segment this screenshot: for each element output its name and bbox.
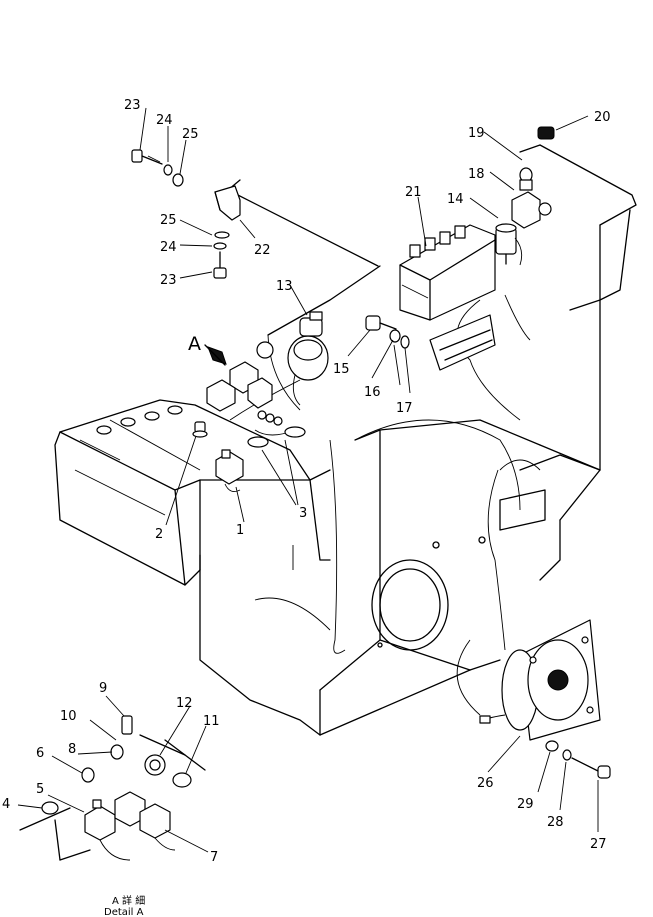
callout-10: 10	[60, 709, 77, 724]
main-housing	[199, 144, 637, 736]
callout-1: 1	[236, 523, 244, 538]
detail-caption: A 詳 細 Detail A	[104, 894, 145, 917]
detail-caption-japanese: A 詳 細	[112, 894, 145, 907]
relay-bracket	[429, 314, 496, 371]
callout-19: 19	[468, 126, 485, 141]
leader-lines	[17, 107, 599, 853]
callout-24-upper: 24	[156, 113, 173, 128]
view-marker-a: A	[188, 333, 201, 355]
fuse-holder	[495, 223, 523, 266]
callout-16: 16	[364, 385, 381, 400]
callout-9: 9	[99, 681, 107, 696]
callout-7: 7	[210, 850, 218, 865]
switch-cluster	[206, 341, 306, 448]
callout-6: 6	[36, 746, 44, 761]
callout-21: 21	[405, 185, 422, 200]
wire-harness	[229, 294, 541, 716]
callout-29: 29	[517, 797, 534, 812]
callout-11: 11	[203, 714, 220, 729]
callout-15: 15	[333, 362, 350, 377]
callout-28: 28	[547, 815, 564, 830]
detail-caption-english: Detail A	[104, 907, 144, 917]
callout-5: 5	[36, 782, 44, 797]
callout-labels: 1 2 3 4 5 6 7 8 9 10 11 12 13 14 15 16 1…	[2, 98, 611, 865]
battery-box	[399, 224, 496, 321]
callout-23-lower: 23	[160, 273, 177, 288]
callout-23-upper: 23	[124, 98, 141, 113]
bolt-washers-15-17	[365, 315, 410, 349]
gauge-assembly	[479, 619, 601, 741]
detail-a-drawing	[19, 715, 206, 861]
callout-25-upper: 25	[182, 127, 199, 142]
callout-13: 13	[276, 279, 293, 294]
callout-26: 26	[477, 776, 494, 791]
view-a-arrow	[204, 344, 227, 366]
bolt-washers-27-29	[545, 740, 611, 779]
callout-25-lower: 25	[160, 213, 177, 228]
callout-8: 8	[68, 742, 76, 757]
callout-20: 20	[594, 110, 611, 125]
callout-2: 2	[155, 527, 163, 542]
callout-18: 18	[468, 167, 485, 182]
key-switch	[287, 311, 329, 406]
callout-4: 4	[2, 797, 10, 812]
callout-22: 22	[254, 243, 271, 258]
callout-14: 14	[447, 192, 464, 207]
callout-12: 12	[176, 696, 193, 711]
callout-27: 27	[590, 837, 607, 852]
dash-panel	[54, 399, 331, 586]
switch-1-cap-2	[192, 421, 244, 492]
callout-17: 17	[396, 401, 413, 416]
callout-3: 3	[299, 506, 307, 521]
callout-24-lower: 24	[160, 240, 177, 255]
switch-assembly-18-20	[511, 126, 555, 229]
bracket-and-screws	[131, 149, 241, 279]
